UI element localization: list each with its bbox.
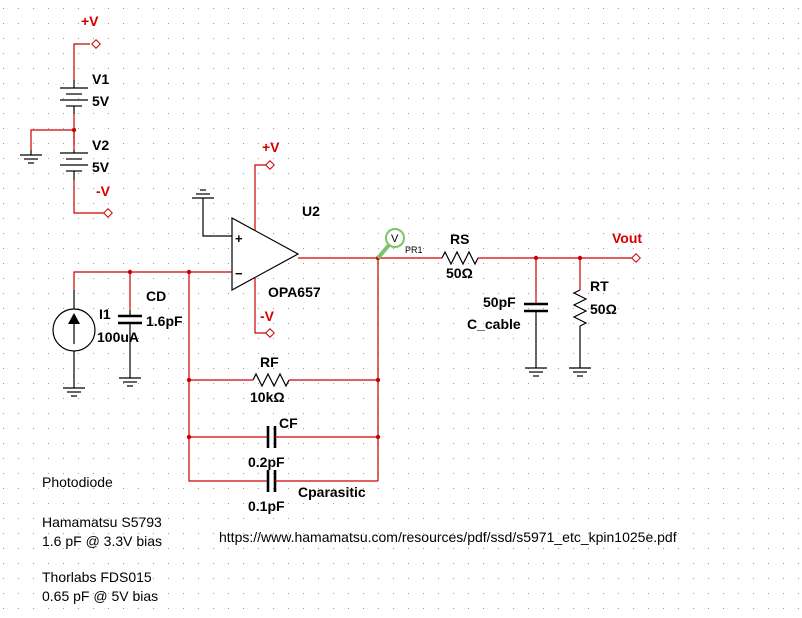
rt-value: 50Ω [590,301,617,317]
v1-value: 5V [92,93,110,109]
cf-value: 0.2pF [248,454,285,470]
plus-v-label-opamp: +V [262,139,280,155]
opamp-plus-sign: + [235,231,243,246]
opamp-minus-sign: − [235,266,243,281]
vout-label: Vout [612,230,642,246]
cparasitic-name: Cparasitic [298,484,366,500]
c-cable-name: C_cable [467,316,521,332]
minus-v-terminal-supply[interactable]: -V [96,183,113,218]
input-node-wiring [73,269,232,475]
i1-value: 100uA [97,329,139,345]
note-url: https://www.hamamatsu.com/resources/pdf/… [219,529,677,545]
cparasitic-value: 0.1pF [248,498,285,514]
notes-block: Photodiode Hamamatsu S5793 1.6 pF @ 3.3V… [42,474,677,604]
rf-name: RF [260,354,279,370]
cd-value: 1.6pF [146,313,183,329]
capacitor-cf[interactable]: CF 0.2pF [186,415,381,470]
u2-model: OPA657 [268,284,321,300]
supply-ground [20,127,77,164]
rs-value: 50Ω [446,265,473,281]
resistor-rt[interactable]: RT 50Ω [569,258,617,377]
opamp-minus-v-supply[interactable]: -V [254,278,275,338]
capacitor-cparasitic[interactable]: Cparasitic 0.1pF [188,470,378,514]
probe-symbol: V [391,233,399,245]
note-heading: Photodiode [42,474,113,490]
plus-v-terminal-top[interactable]: +V [81,13,101,49]
resistor-rf[interactable]: RF 10kΩ [186,354,381,405]
minus-v-label-supply: -V [96,183,111,199]
opamp-noninverting-ground [192,189,232,237]
resistor-rs[interactable]: RS 50Ω [441,231,479,281]
c-cable-value: 50pF [483,294,516,310]
voltage-probe-pr1[interactable]: V PR1 [376,228,423,260]
cf-name: CF [279,415,298,431]
opamp-u2[interactable]: + − U2 OPA657 [231,203,321,300]
v2-value: 5V [92,159,110,175]
u2-name: U2 [302,203,320,219]
minus-v-label-opamp: -V [260,308,275,324]
note-diode2-name: Thorlabs FDS015 [42,569,152,585]
opamp-plus-v-supply[interactable]: +V [254,139,280,230]
probe-name: PR1 [405,245,423,255]
plus-v-label-top: +V [81,13,99,29]
rf-value: 10kΩ [250,389,285,405]
vout-terminal[interactable]: Vout [612,230,642,263]
rs-name: RS [450,231,469,247]
rt-name: RT [590,278,609,294]
note-diode1-name: Hamamatsu S5793 [42,514,162,530]
note-diode1-spec: 1.6 pF @ 3.3V bias [42,533,162,549]
supply-v1[interactable]: V1 5V [60,43,110,145]
supply-v2[interactable]: V2 5V [60,130,110,214]
capacitor-c-cable[interactable]: 50pF C_cable [467,258,548,377]
capacitor-cd[interactable]: CD 1.6pF [118,288,183,387]
note-diode2-spec: 0.65 pF @ 5V bias [42,588,158,604]
v2-name: V2 [92,137,109,153]
cd-name: CD [146,288,166,304]
v1-name: V1 [92,71,109,87]
current-source-i1[interactable]: I1 100uA [52,290,139,397]
i1-name: I1 [99,306,111,322]
